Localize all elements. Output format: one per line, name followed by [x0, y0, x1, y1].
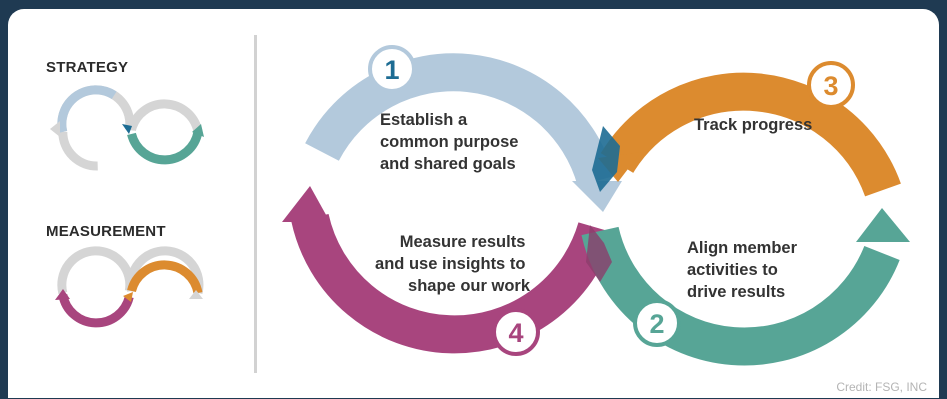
step-1-label: Establish a common purpose and shared go…: [380, 111, 523, 173]
step-2-label: Align member activities to drive results: [687, 239, 802, 301]
step-4-label: Measure results and use insights to shap…: [375, 233, 531, 295]
mini-arrow-magenta: [58, 293, 134, 328]
mini-arrow-neutral-top-left: [57, 85, 135, 133]
arrow-step-2: [581, 226, 900, 366]
strategy-legend-title: STRATEGY: [46, 59, 129, 76]
main-cycle-diagram: 1 3 2 4 Establish a common purpose: [282, 45, 910, 366]
strategy-mini-diagram: 1 3 2 4 Establish a common purpose: [50, 45, 910, 366]
arrow-step-4: [291, 213, 615, 354]
credit-text: Credit: FSG, INC: [836, 380, 927, 394]
mini-arrow-blue: [57, 85, 135, 133]
badge-step-2-number: 2: [649, 309, 664, 339]
mini-arrow-neutral-left: [57, 246, 135, 294]
mini-arrow-orange: [127, 260, 203, 294]
strategy-loop-icon: [50, 85, 204, 171]
arrow-step-1: [305, 53, 615, 187]
arrow-step-3: [600, 72, 901, 197]
mini-arrowhead-magenta: [55, 289, 70, 300]
infographic-card: STRATEGY: [8, 9, 939, 398]
mini-arrowhead-grey-right: [189, 290, 203, 299]
mini-arrowhead-orange: [123, 292, 133, 302]
arrowhead-step-4: [282, 186, 330, 222]
vertical-divider: [254, 35, 257, 373]
mini-arrow-neutral-bottom-left: [58, 131, 98, 171]
badge-step-2: 2: [633, 299, 681, 347]
mini-arrow-neutral-top-right: [127, 99, 203, 133]
mini-arrowhead-green: [192, 124, 204, 137]
overlap-blue-accent: [592, 126, 620, 192]
badge-step-1: 1: [368, 45, 416, 93]
measurement-legend-title: MEASUREMENT: [46, 223, 166, 240]
arrowhead-step-3: [598, 152, 641, 182]
overlap-magenta-accent: [586, 225, 612, 282]
arrowhead-step-2: [856, 208, 910, 242]
mini-arrowhead-blue: [122, 124, 132, 134]
badge-step-3: 3: [807, 61, 855, 109]
mini-arrow-neutral-right: [126, 246, 204, 294]
badge-step-4-number: 4: [508, 318, 523, 348]
mini-arrowhead-grey-left: [50, 121, 60, 137]
mini-arrow-green: [127, 130, 203, 165]
badge-step-3-number: 3: [823, 71, 838, 101]
arrowhead-step-1: [572, 181, 622, 212]
badge-step-4: 4: [492, 308, 540, 356]
step-3-label: Track progress: [694, 116, 812, 134]
badge-step-1-number: 1: [384, 55, 399, 85]
measurement-loop-icon: [55, 246, 204, 328]
